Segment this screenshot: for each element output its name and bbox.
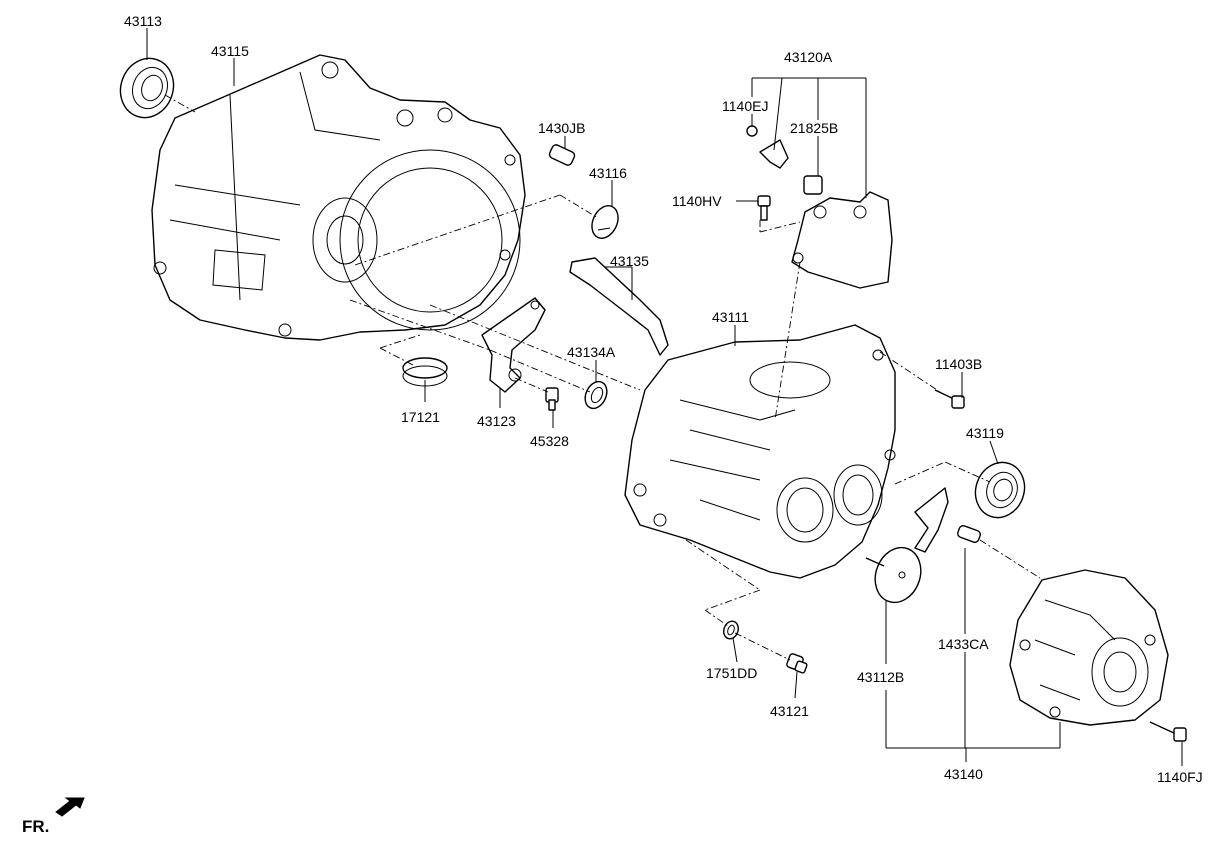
fr-label: FR. bbox=[22, 817, 49, 836]
oil-seal-43113-part[interactable] bbox=[112, 51, 181, 125]
bolt-1140HV-part[interactable] bbox=[757, 195, 771, 221]
mounting-bracket-43120A-part[interactable] bbox=[791, 191, 893, 289]
gasket-1751DD-part[interactable] bbox=[721, 619, 740, 641]
callout-labels: 43113 43115 1430JB 43116 43135 43120A 11… bbox=[124, 13, 1203, 785]
bolt-11403B-part[interactable] bbox=[934, 389, 965, 409]
bolt-45328-part[interactable] bbox=[545, 387, 559, 411]
callout-43135: 43135 bbox=[610, 253, 649, 269]
clutch-housing-part[interactable] bbox=[151, 54, 526, 341]
callout-43120A: 43120A bbox=[784, 49, 833, 65]
callout-1433CA: 1433CA bbox=[938, 636, 989, 652]
front-orientation-indicator: FR. bbox=[22, 797, 85, 836]
callout-1430JB: 1430JB bbox=[538, 120, 585, 136]
callout-43119: 43119 bbox=[966, 425, 1004, 441]
magnet-plate-43112B-part[interactable] bbox=[865, 541, 928, 609]
rubber-21825B-part[interactable] bbox=[803, 175, 823, 195]
oil-guide-plate-part[interactable] bbox=[914, 487, 949, 553]
callout-1751DD: 1751DD bbox=[706, 665, 757, 681]
callout-45328: 45328 bbox=[530, 433, 569, 449]
callout-1140EJ: 1140EJ bbox=[722, 98, 768, 114]
transaxle-case-43111-part[interactable] bbox=[624, 324, 896, 579]
callout-43121: 43121 bbox=[770, 703, 809, 719]
callout-43111: 43111 bbox=[712, 309, 749, 325]
oil-seal-43119-part[interactable] bbox=[968, 455, 1032, 524]
callout-1140HV: 1140HV bbox=[672, 193, 722, 209]
bolt-1140FJ-part[interactable] bbox=[1149, 721, 1187, 742]
callout-43116: 43116 bbox=[589, 165, 627, 181]
callout-11403B: 11403B bbox=[935, 356, 982, 372]
oil-guide-43135-part[interactable] bbox=[569, 257, 669, 356]
callout-1140FJ: 1140FJ bbox=[1157, 769, 1203, 785]
callout-21825B: 21825B bbox=[790, 120, 838, 136]
bracket-43123-part[interactable] bbox=[481, 297, 546, 393]
callout-43134A: 43134A bbox=[567, 344, 616, 360]
assembly-center-lines bbox=[164, 94, 1041, 661]
oil-seal-43134A-part[interactable] bbox=[581, 378, 611, 412]
callout-leader-lines bbox=[146, 28, 1183, 766]
callout-43112B: 43112B bbox=[857, 669, 904, 685]
callout-43113: 43113 bbox=[124, 13, 162, 29]
callout-43123: 43123 bbox=[477, 413, 516, 429]
end-cover-43140-part[interactable] bbox=[1009, 569, 1169, 726]
dowel-pin-1430JB-part[interactable] bbox=[548, 144, 576, 167]
front-direction-arrow-icon bbox=[55, 797, 85, 817]
magnet-43116-part[interactable] bbox=[587, 202, 623, 243]
bracket-43120A-part[interactable] bbox=[759, 139, 789, 169]
callout-17121: 17121 bbox=[401, 409, 440, 425]
plug-43121-part[interactable] bbox=[786, 653, 808, 674]
callout-43115: 43115 bbox=[211, 43, 249, 59]
callout-43140: 43140 bbox=[944, 766, 983, 782]
bolt-1140EJ-part[interactable] bbox=[746, 125, 758, 137]
dowel-pin-1433CA-part[interactable] bbox=[957, 525, 982, 544]
